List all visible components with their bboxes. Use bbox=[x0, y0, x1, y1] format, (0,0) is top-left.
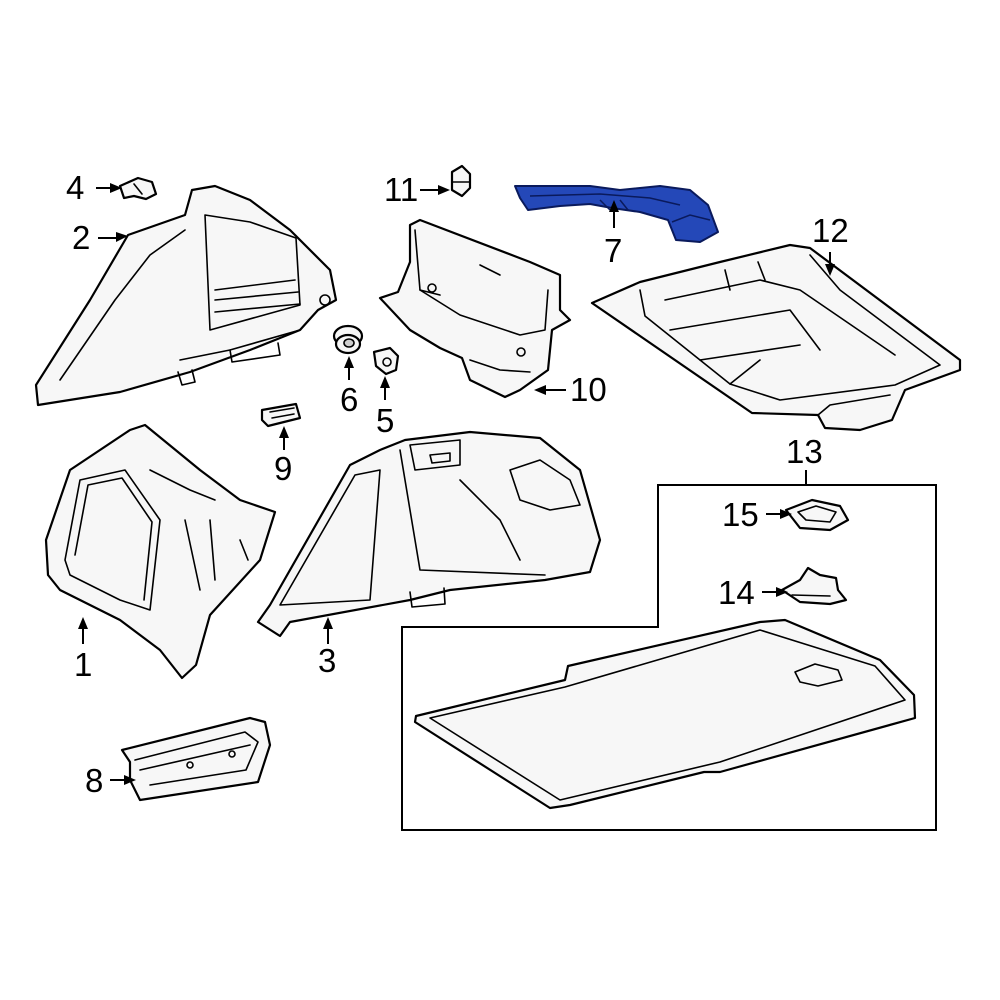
callout-2: 2 bbox=[72, 219, 90, 256]
callout-12: 12 bbox=[812, 212, 849, 249]
callout-11: 11 bbox=[384, 171, 418, 208]
leader-lines bbox=[78, 183, 835, 785]
part-3-right-quarter-trim[interactable] bbox=[256, 430, 602, 638]
part-13-floor-cover[interactable] bbox=[413, 618, 917, 810]
part-7-highlighted-trim[interactable] bbox=[514, 185, 719, 243]
callout-labels: 4 2 11 7 12 6 5 10 9 13 15 14 1 3 8 bbox=[66, 169, 849, 799]
part-5-pin-clip[interactable] bbox=[372, 346, 400, 376]
part-2-upper-quarter-trim[interactable] bbox=[34, 184, 338, 407]
callout-13: 13 bbox=[786, 433, 823, 470]
part-15-handle[interactable] bbox=[784, 498, 850, 532]
part-14-hook[interactable] bbox=[780, 566, 848, 606]
callout-4: 4 bbox=[66, 169, 84, 206]
part-1-left-side-trim[interactable] bbox=[44, 423, 277, 680]
part-4-clip[interactable] bbox=[118, 176, 158, 201]
part-9-bracket[interactable] bbox=[260, 402, 302, 428]
callout-7: 7 bbox=[604, 232, 622, 269]
callout-10: 10 bbox=[570, 371, 607, 408]
callout-6: 6 bbox=[340, 381, 358, 418]
callout-14: 14 bbox=[718, 574, 755, 611]
assembly-13-group-box bbox=[401, 484, 937, 831]
callout-5: 5 bbox=[376, 402, 394, 439]
part-12-luggage-tray[interactable] bbox=[590, 243, 962, 432]
callout-3: 3 bbox=[318, 642, 336, 679]
callout-1: 1 bbox=[74, 646, 92, 683]
part-11-fastener[interactable] bbox=[450, 164, 472, 198]
part-10-rear-panel[interactable] bbox=[378, 218, 572, 399]
callout-9: 9 bbox=[274, 450, 292, 487]
part-8-storage-bin[interactable] bbox=[120, 716, 272, 802]
callout-15: 15 bbox=[722, 496, 759, 533]
part-6-grommet[interactable] bbox=[332, 324, 364, 355]
callout-8: 8 bbox=[85, 762, 103, 799]
